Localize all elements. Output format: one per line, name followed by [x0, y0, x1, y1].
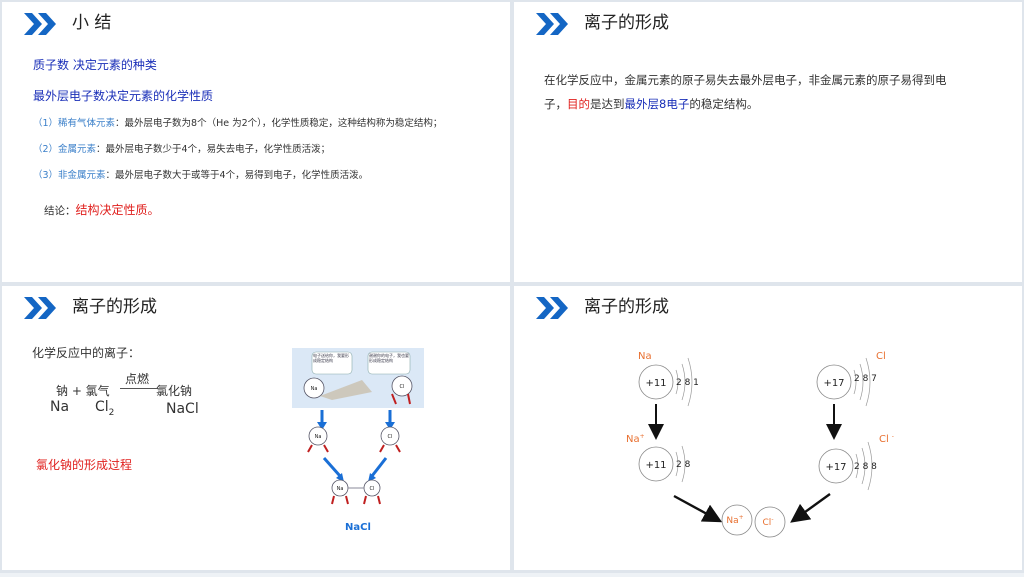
slide-ion-diagram[interactable]: 离子的形成 Na +11 2 8 1 Na+ +11 2 8 Cl +17 2 …	[514, 286, 1022, 570]
cl-shell-numbers: 2 8 7	[854, 374, 877, 384]
slide-title: 小 结	[72, 13, 112, 33]
na-atom-label: Na	[638, 351, 652, 362]
cl-nucleus	[816, 364, 852, 400]
cl-ion-nucleus-charge: +17	[825, 462, 846, 473]
slide-title: 离子的形成	[584, 13, 669, 33]
svg-text:Na: Na	[337, 486, 344, 492]
nacl-pair-cartoon: Na Cl	[331, 479, 381, 505]
cl-atom-label: Cl	[876, 351, 886, 362]
cl-ion-label: Cl-	[879, 433, 894, 445]
summary-conclusion: 结论：结构决定性质。	[44, 203, 160, 217]
cl-ion-to-pair-arrow	[790, 493, 831, 523]
na-ion-shell-numbers: 2 8	[676, 460, 691, 470]
cl-shells	[853, 357, 871, 407]
slide-title: 离子的形成	[72, 297, 157, 317]
reaction-arrow-line	[120, 388, 158, 389]
nacl-caption: NaCl	[345, 522, 371, 533]
cl-nucleus-charge: +17	[823, 378, 844, 389]
summary-line-protons: 质子数 决定元素的种类	[33, 58, 157, 72]
cl-ion-shell-numbers: 2 8 8	[854, 462, 877, 472]
svg-text:Cl: Cl	[400, 384, 405, 390]
pair-cl-ion	[754, 506, 786, 538]
nacl-formation-illustration: 电子送给你，我要形成稳定结构 谢谢你的电子，我也要形成稳定结构 Na Cl Na…	[292, 348, 424, 533]
summary-line-electrons: 最外层电子数决定元素的化学性质	[33, 89, 214, 103]
na-ion-label: Na+	[626, 433, 645, 445]
svg-text:Na: Na	[315, 434, 322, 440]
na-nucleus	[638, 364, 674, 400]
speech-bubble-right: 谢谢你的电子，我也要形成稳定结构	[367, 351, 411, 375]
ion-formation-diagram: Na +11 2 8 1 Na+ +11 2 8 Cl +17 2 8 7 Cl…	[626, 351, 894, 538]
formula-cl2: Cl2	[95, 399, 115, 418]
double-chevron-right-icon	[536, 13, 574, 39]
summary-item: （1）稀有气体元素：最外层电子数为8个（He 为2个），化学性质稳定，这种结构称…	[33, 118, 443, 129]
na-ion-shells	[675, 445, 686, 483]
na-shells	[675, 357, 693, 407]
cl-ion-nucleus	[818, 448, 854, 484]
sodium-ion-cartoon: Na	[307, 426, 329, 453]
chlorine-atom-cartoon: Cl	[391, 375, 413, 405]
svg-text:Cl: Cl	[388, 434, 393, 440]
slide-ion-formation-text[interactable]: 离子的形成 在化学反应中，金属元素的原子易失去最外层电子，非金属元素的原子易得到…	[514, 2, 1022, 282]
na-ion-nucleus-charge: +11	[645, 460, 666, 471]
reaction-intro: 化学反应中的离子：	[32, 346, 141, 360]
na-nucleus-charge: +11	[645, 378, 666, 389]
formula-nacl: NaCl	[166, 401, 199, 417]
cl-ion-shells	[855, 441, 873, 491]
pair-cl-label: Cl-	[763, 516, 774, 528]
double-chevron-right-icon	[24, 297, 62, 323]
na-shell-numbers: 2 8 1	[676, 378, 699, 388]
reaction-product-word: 氯化钠	[156, 384, 193, 398]
sodium-atom-cartoon: Na	[303, 377, 372, 400]
svg-text:Cl: Cl	[370, 486, 375, 492]
formula-na: Na	[50, 399, 70, 415]
slide-title: 离子的形成	[584, 297, 669, 317]
next-slides-strip	[0, 573, 1024, 577]
speech-bubble-left: 电子送给你，我要形成稳定结构	[311, 351, 353, 375]
slide-ion-reaction[interactable]: 离子的形成 化学反应中的离子： 点燃 钠 + 氯气 氯化钠 Na Cl2 NaC…	[2, 286, 510, 570]
pair-na-ion	[721, 504, 753, 536]
paragraph-line: 子，目的是达到最外层8电子的稳定结构。	[544, 97, 759, 111]
paragraph-line: 在化学反应中，金属元素的原子易失去最外层电子，非金属元素的原子易得到电	[544, 73, 947, 87]
reaction-condition: 点燃	[125, 372, 150, 386]
double-chevron-right-icon	[536, 297, 574, 323]
summary-item: （3）非金属元素：最外层电子数大于或等于4个，易得到电子，化学性质活泼。	[33, 170, 369, 181]
svg-text:Na: Na	[311, 386, 318, 392]
na-ion-to-pair-arrow	[673, 494, 723, 523]
chlorine-ion-cartoon: Cl	[379, 426, 401, 453]
reaction-words: 钠 + 氯气	[56, 384, 110, 398]
summary-item: （2）金属元素：最外层电子数少于4个，易失去电子，化学性质活泼；	[33, 144, 331, 155]
slide-summary[interactable]: 小 结 质子数 决定元素的种类 最外层电子数决定元素的化学性质 （1）稀有气体元…	[2, 2, 510, 282]
process-label: 氯化钠的形成过程	[36, 458, 133, 472]
double-chevron-right-icon	[24, 13, 62, 39]
na-ion-nucleus	[638, 446, 674, 482]
pair-na-label: Na+	[726, 514, 743, 526]
